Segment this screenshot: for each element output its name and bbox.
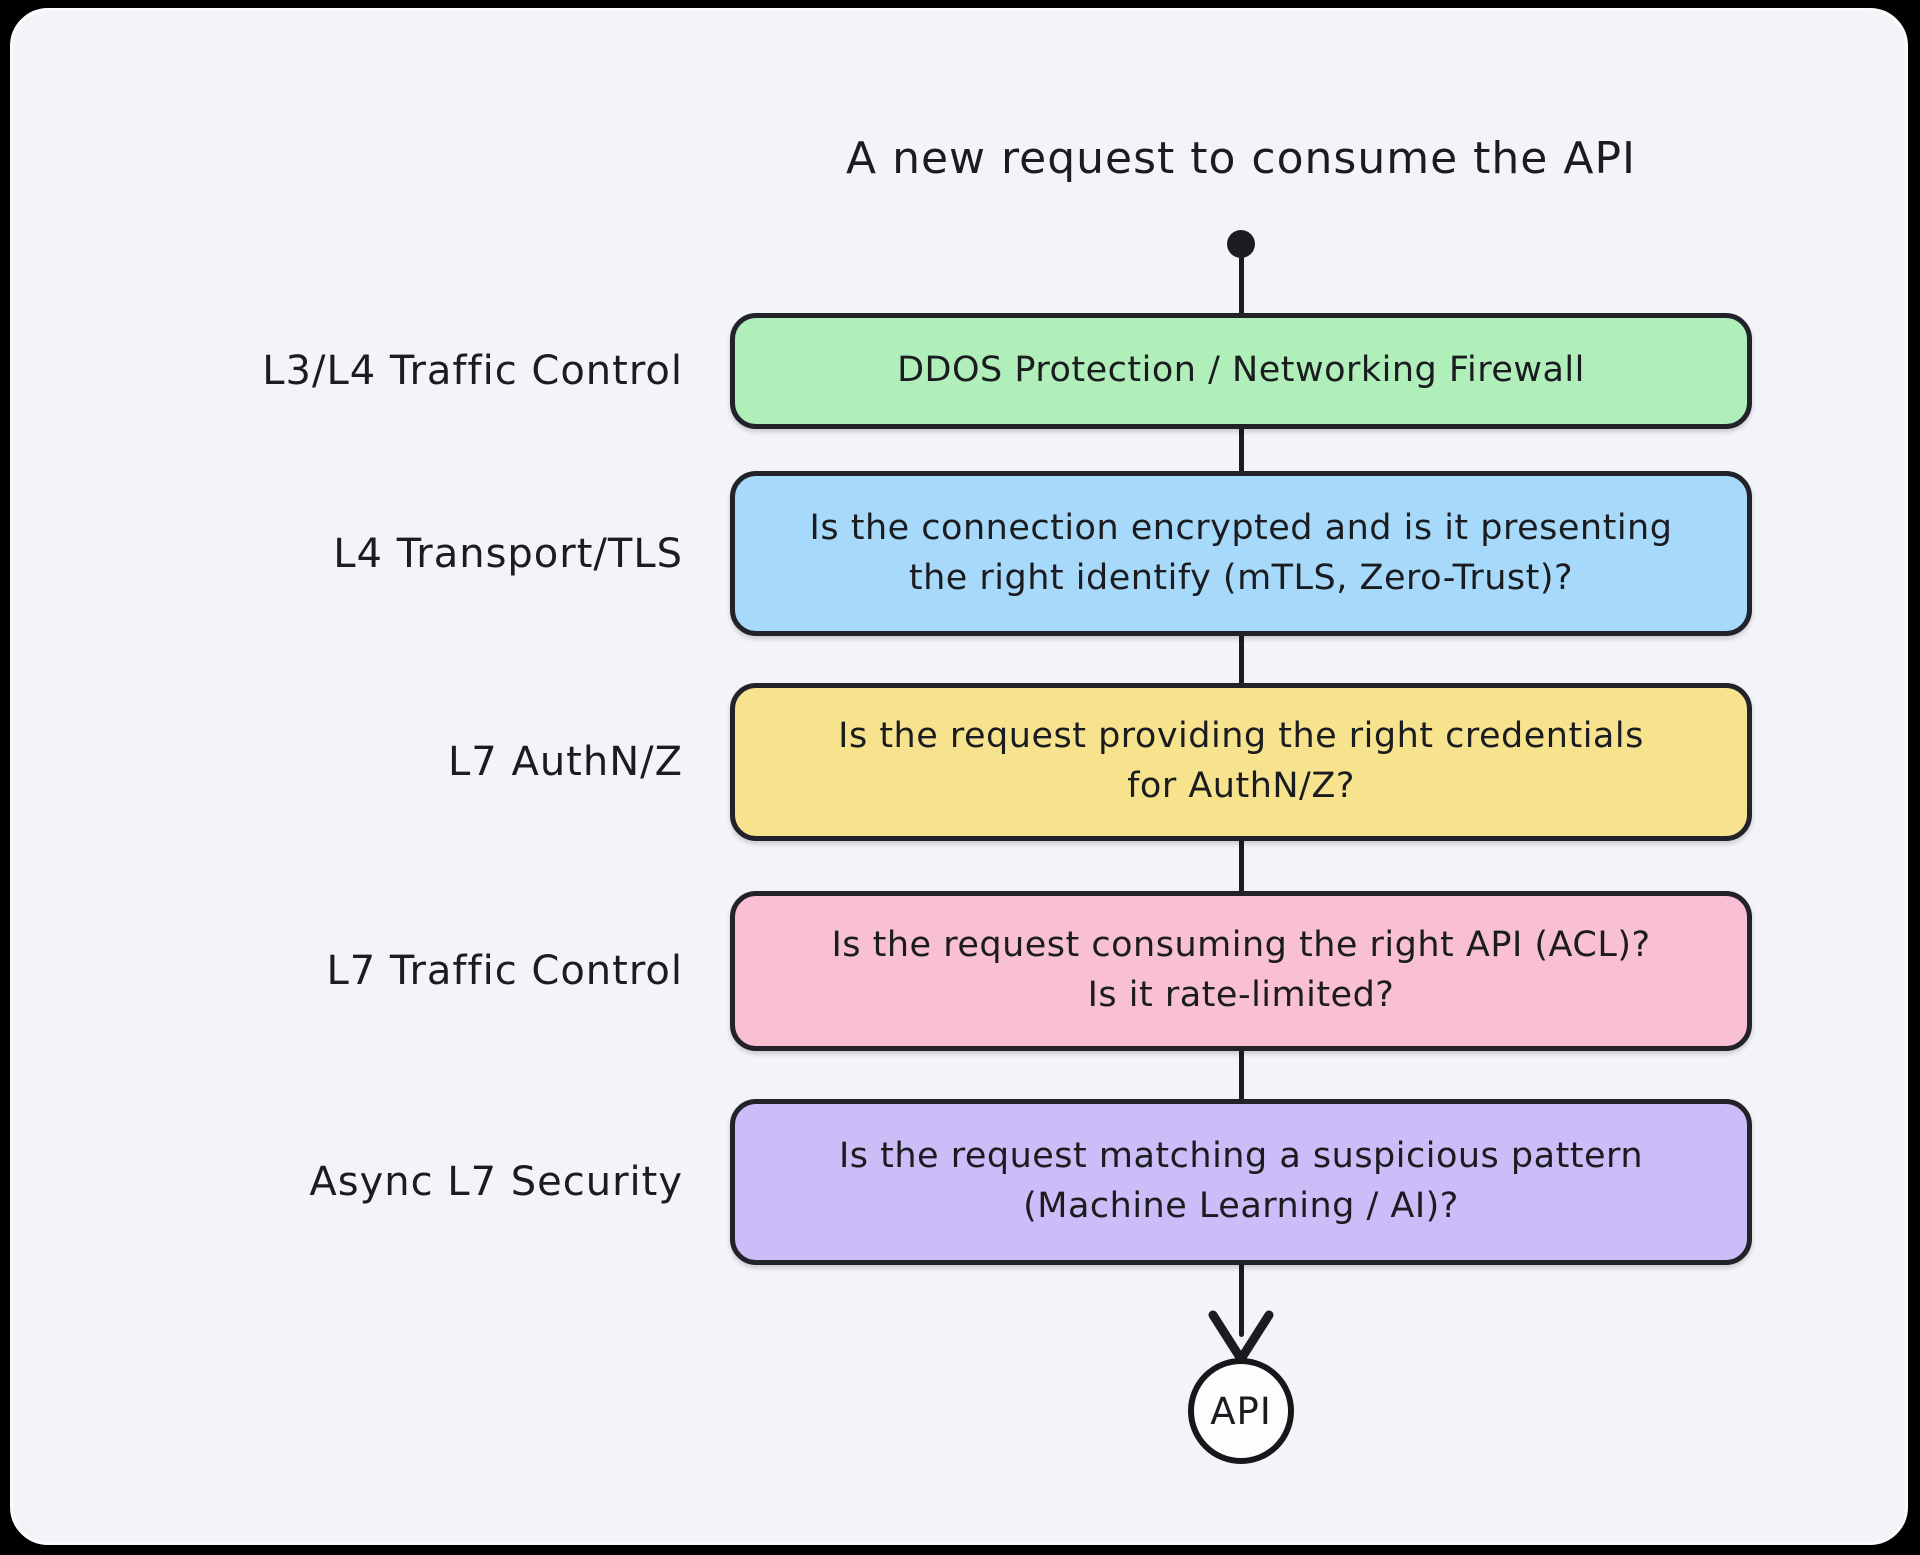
connector-line (1239, 1047, 1244, 1103)
diagram-canvas: A new request to consume the API L3/L4 T… (10, 8, 1908, 1545)
layer-box-acl-rate-limit: Is the request consuming the right API (… (730, 891, 1752, 1051)
layer-label-l7-authnz: L7 AuthN/Z (448, 739, 683, 785)
layer-label-l7-traffic-control: L7 Traffic Control (326, 948, 683, 994)
layer-label-l4-transport-tls: L4 Transport/TLS (333, 530, 683, 577)
connector-line (1239, 632, 1244, 687)
arrow-down-icon (1208, 1310, 1274, 1364)
layer-box-suspicious-pattern: Is the request matching a suspicious pat… (730, 1099, 1752, 1265)
layer-label-l3l4-traffic-control: L3/L4 Traffic Control (262, 348, 683, 394)
connector-line (1239, 251, 1244, 317)
layer-box-authnz: Is the request providing the right crede… (730, 683, 1752, 841)
connector-line (1239, 425, 1244, 475)
diagram-title: A new request to consume the API (846, 133, 1636, 184)
connector-line (1239, 837, 1244, 895)
layer-label-async-l7-security: Async L7 Security (309, 1159, 683, 1205)
connector-line (1239, 1261, 1244, 1337)
layer-box-ddos-protection: DDOS Protection / Networking Firewall (730, 313, 1752, 429)
layer-box-transport-tls: Is the connection encrypted and is it pr… (730, 471, 1752, 636)
api-terminal-node: API (1188, 1358, 1294, 1464)
